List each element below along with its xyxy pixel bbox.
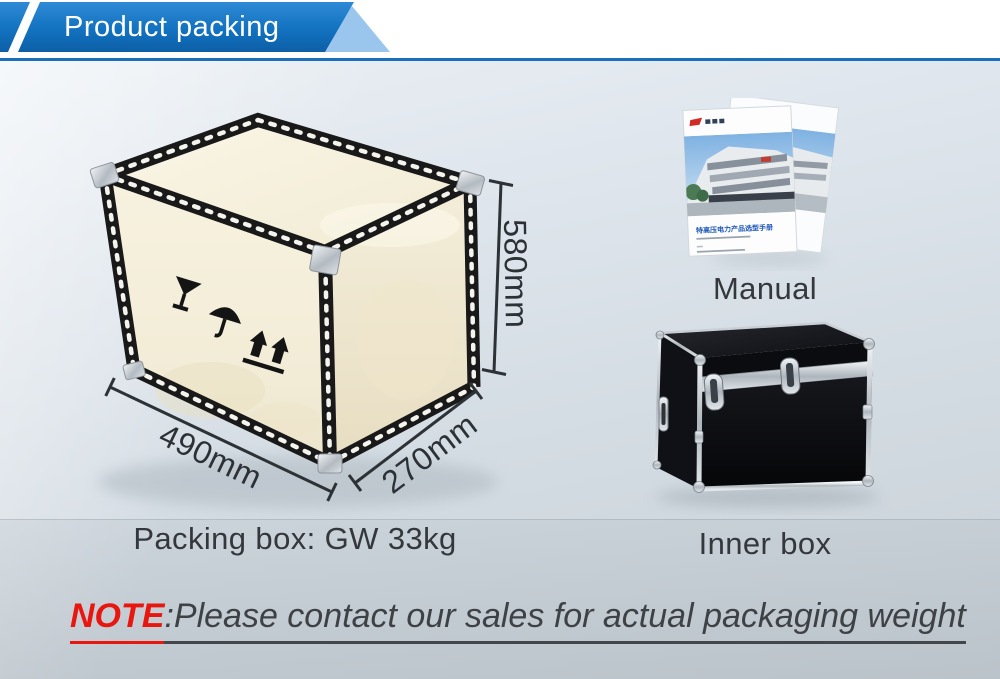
inner-box-shadow [656,487,880,507]
case-handle [658,396,669,432]
note-line: NOTE:Please contact our sales for actual… [70,597,966,644]
case-clamp [862,404,873,420]
case-latch-left [703,373,725,411]
manual-cover-mark [696,245,703,248]
note-prefix: NOTE [70,597,165,644]
inner-box-figure [652,321,880,507]
shipping-marks [172,276,289,375]
inner-box-caption: Inner box [698,526,832,561]
photo-floor-seam [0,519,1000,520]
manual-cover-subtitle-line [696,235,751,240]
keep-dry-icon [208,307,241,338]
flight-case [652,321,875,493]
header-rule [0,58,1000,61]
dimension-height: 580mm [481,179,535,376]
packing-box-caption: Packing box: GW 33kg [133,521,457,556]
header-banner [0,2,390,52]
crate-front-face [105,175,330,463]
crate-shadow [98,456,498,508]
dimension-height-label: 580mm [497,219,535,329]
this-side-up-icon [242,330,289,375]
manual-figure: 特高压电力产品选型手册 [682,98,840,265]
manual-caption: Manual [712,271,818,306]
photo-floor-band [0,520,1000,679]
manual-cover-photo [683,131,796,217]
case-top-face [660,323,870,358]
case-front-face [699,376,872,489]
banner-white-slash [8,2,40,52]
case-left-face [656,333,700,489]
banner-blue-shape [0,2,354,52]
packing-crate-figure: 580mm 490mm 270mm [89,112,535,508]
manual-logo [689,117,725,127]
manual-cover-footer-line [696,248,745,253]
page-title: Product packing [64,11,280,43]
case-clamp [694,430,704,444]
manual-front-booklet: 特高压电力产品选型手册 [682,105,798,257]
wood-blotch [357,280,453,400]
banner-light-triangle [320,6,390,52]
case-ball-corners [652,330,875,493]
case-latch-right [779,357,801,395]
crate-corner-caps [89,162,486,474]
case-lid-edging [659,321,871,344]
fragile-icon [172,276,202,312]
wood-blotch [155,362,265,418]
note-body: :Please contact our sales for actual pac… [164,597,966,644]
